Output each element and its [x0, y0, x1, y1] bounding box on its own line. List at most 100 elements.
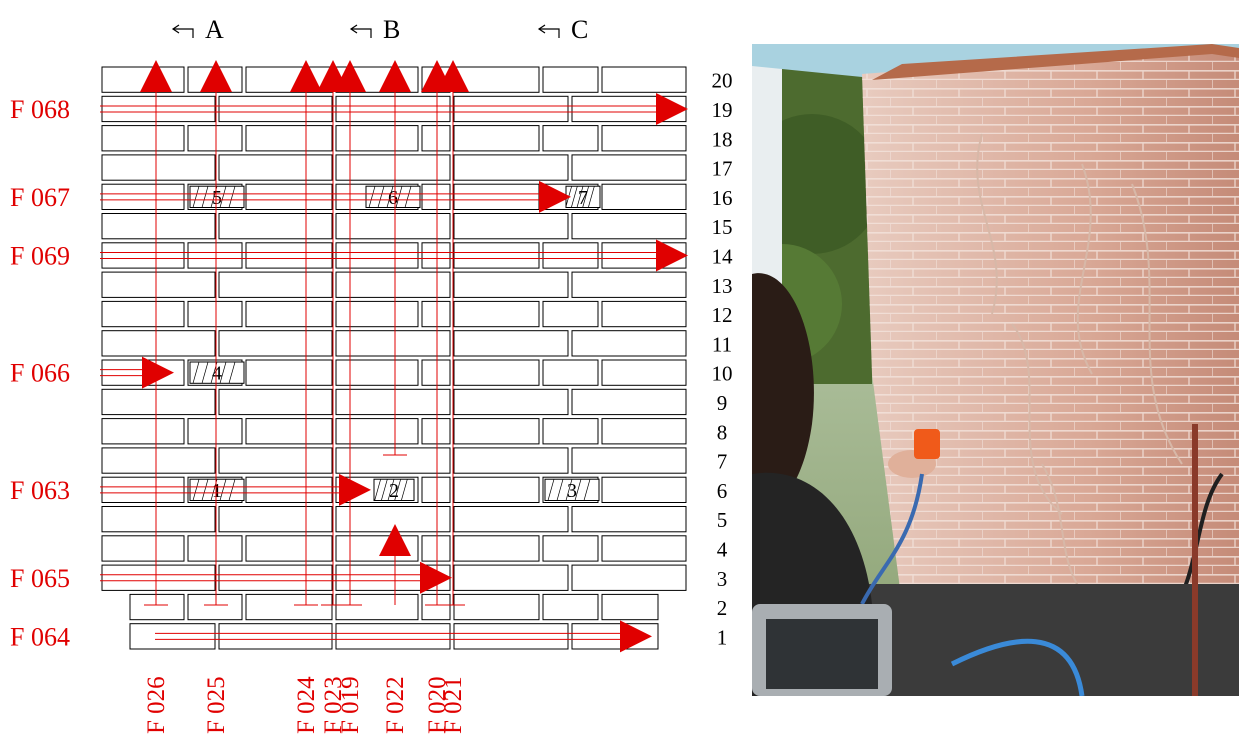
- course-number: 16: [712, 186, 733, 210]
- brick-hatch: [583, 479, 591, 501]
- brick: [453, 183, 540, 210]
- brick-number: 2: [389, 480, 399, 502]
- brick-courses-grid: [101, 66, 687, 650]
- brick: [101, 535, 185, 562]
- brick-mortar-pattern: [862, 48, 1239, 644]
- brick-hatch: [570, 186, 578, 208]
- arrow-icon: [142, 356, 174, 389]
- brick: [245, 183, 333, 210]
- brick: [335, 125, 419, 152]
- brick: [601, 535, 687, 562]
- brick: [101, 476, 185, 504]
- brick-hatch: [587, 186, 595, 208]
- brick: [421, 125, 451, 152]
- brick: [101, 125, 185, 152]
- brick: [571, 330, 687, 357]
- brick: [453, 359, 540, 386]
- section-label: B: [383, 15, 400, 44]
- section-arrow-icon: [351, 28, 372, 38]
- brick-number: 4: [212, 363, 222, 385]
- brick: [101, 213, 216, 240]
- brick: [601, 183, 687, 210]
- brick: [601, 359, 687, 386]
- brick: [101, 300, 185, 328]
- brick: [421, 300, 451, 328]
- vertical-line-label: F 022: [382, 676, 409, 734]
- test-probe: [914, 429, 940, 459]
- brick: [335, 593, 419, 621]
- course-number: 20: [712, 69, 733, 93]
- brick: [571, 623, 659, 650]
- horizontal-line-label: F 067: [10, 183, 70, 212]
- brick: [245, 535, 333, 562]
- brick: [187, 300, 243, 328]
- brick: [335, 447, 451, 474]
- vertical-line-label: F 019: [337, 676, 364, 734]
- canopy-pole: [752, 44, 782, 314]
- course-number: 17: [712, 157, 733, 181]
- brick-hatch: [582, 186, 590, 208]
- brick: [453, 418, 540, 445]
- horizontal-line-label: F 064: [10, 622, 70, 651]
- brick: [101, 564, 216, 591]
- brick-hatch: [219, 361, 227, 384]
- horizontal-line-label: F 066: [10, 359, 70, 388]
- horizontal-line-label: F 069: [10, 241, 70, 270]
- brick: [571, 388, 687, 416]
- brick: [601, 66, 687, 93]
- brick: [453, 447, 569, 474]
- brick: [101, 183, 185, 210]
- pillar-cap: [872, 44, 1239, 80]
- arrow-icon: [200, 60, 232, 92]
- brick: [542, 593, 599, 621]
- course-number: 3: [717, 567, 728, 591]
- brick-hatch: [576, 186, 584, 208]
- brick-hatch: [386, 186, 394, 208]
- section-label: C: [571, 15, 588, 44]
- brick: [101, 506, 216, 533]
- brick: [453, 535, 540, 562]
- brick: [453, 154, 569, 181]
- brick-hatch: [574, 479, 582, 501]
- brick: [601, 593, 659, 621]
- brick: [187, 418, 243, 445]
- measurement-lines: [100, 60, 688, 653]
- arrow-icon: [437, 60, 469, 92]
- brick: [421, 359, 451, 386]
- brick: [453, 213, 569, 240]
- brick: [542, 359, 599, 386]
- brick: [245, 593, 333, 621]
- brick: [453, 476, 540, 504]
- brick: [335, 388, 451, 416]
- brick: [218, 330, 333, 357]
- brick-number: 7: [578, 187, 588, 209]
- vertical-line-label: F 021: [440, 676, 467, 734]
- brick: [453, 330, 569, 357]
- brick-hatch: [192, 361, 200, 384]
- brick: [101, 242, 185, 269]
- tablet-screen: [766, 619, 878, 689]
- brick: [542, 125, 599, 152]
- brick: [187, 535, 243, 562]
- brick-hatch: [400, 479, 408, 501]
- brick: [601, 125, 687, 152]
- brick: [218, 623, 333, 650]
- brick: [571, 506, 687, 533]
- brick: [245, 125, 333, 152]
- brick: [129, 623, 216, 650]
- arrow-icon: [334, 60, 366, 92]
- brick-hatch: [228, 186, 236, 208]
- sensor-cables: [976, 133, 1183, 605]
- brick-hatch: [394, 479, 402, 501]
- brick: [601, 476, 687, 504]
- course-number: 8: [717, 420, 728, 444]
- brick: [601, 418, 687, 445]
- brick: [101, 271, 216, 298]
- brick: [335, 300, 419, 328]
- brick-hatch: [228, 479, 236, 501]
- horizontal-line-label: F 063: [10, 476, 70, 505]
